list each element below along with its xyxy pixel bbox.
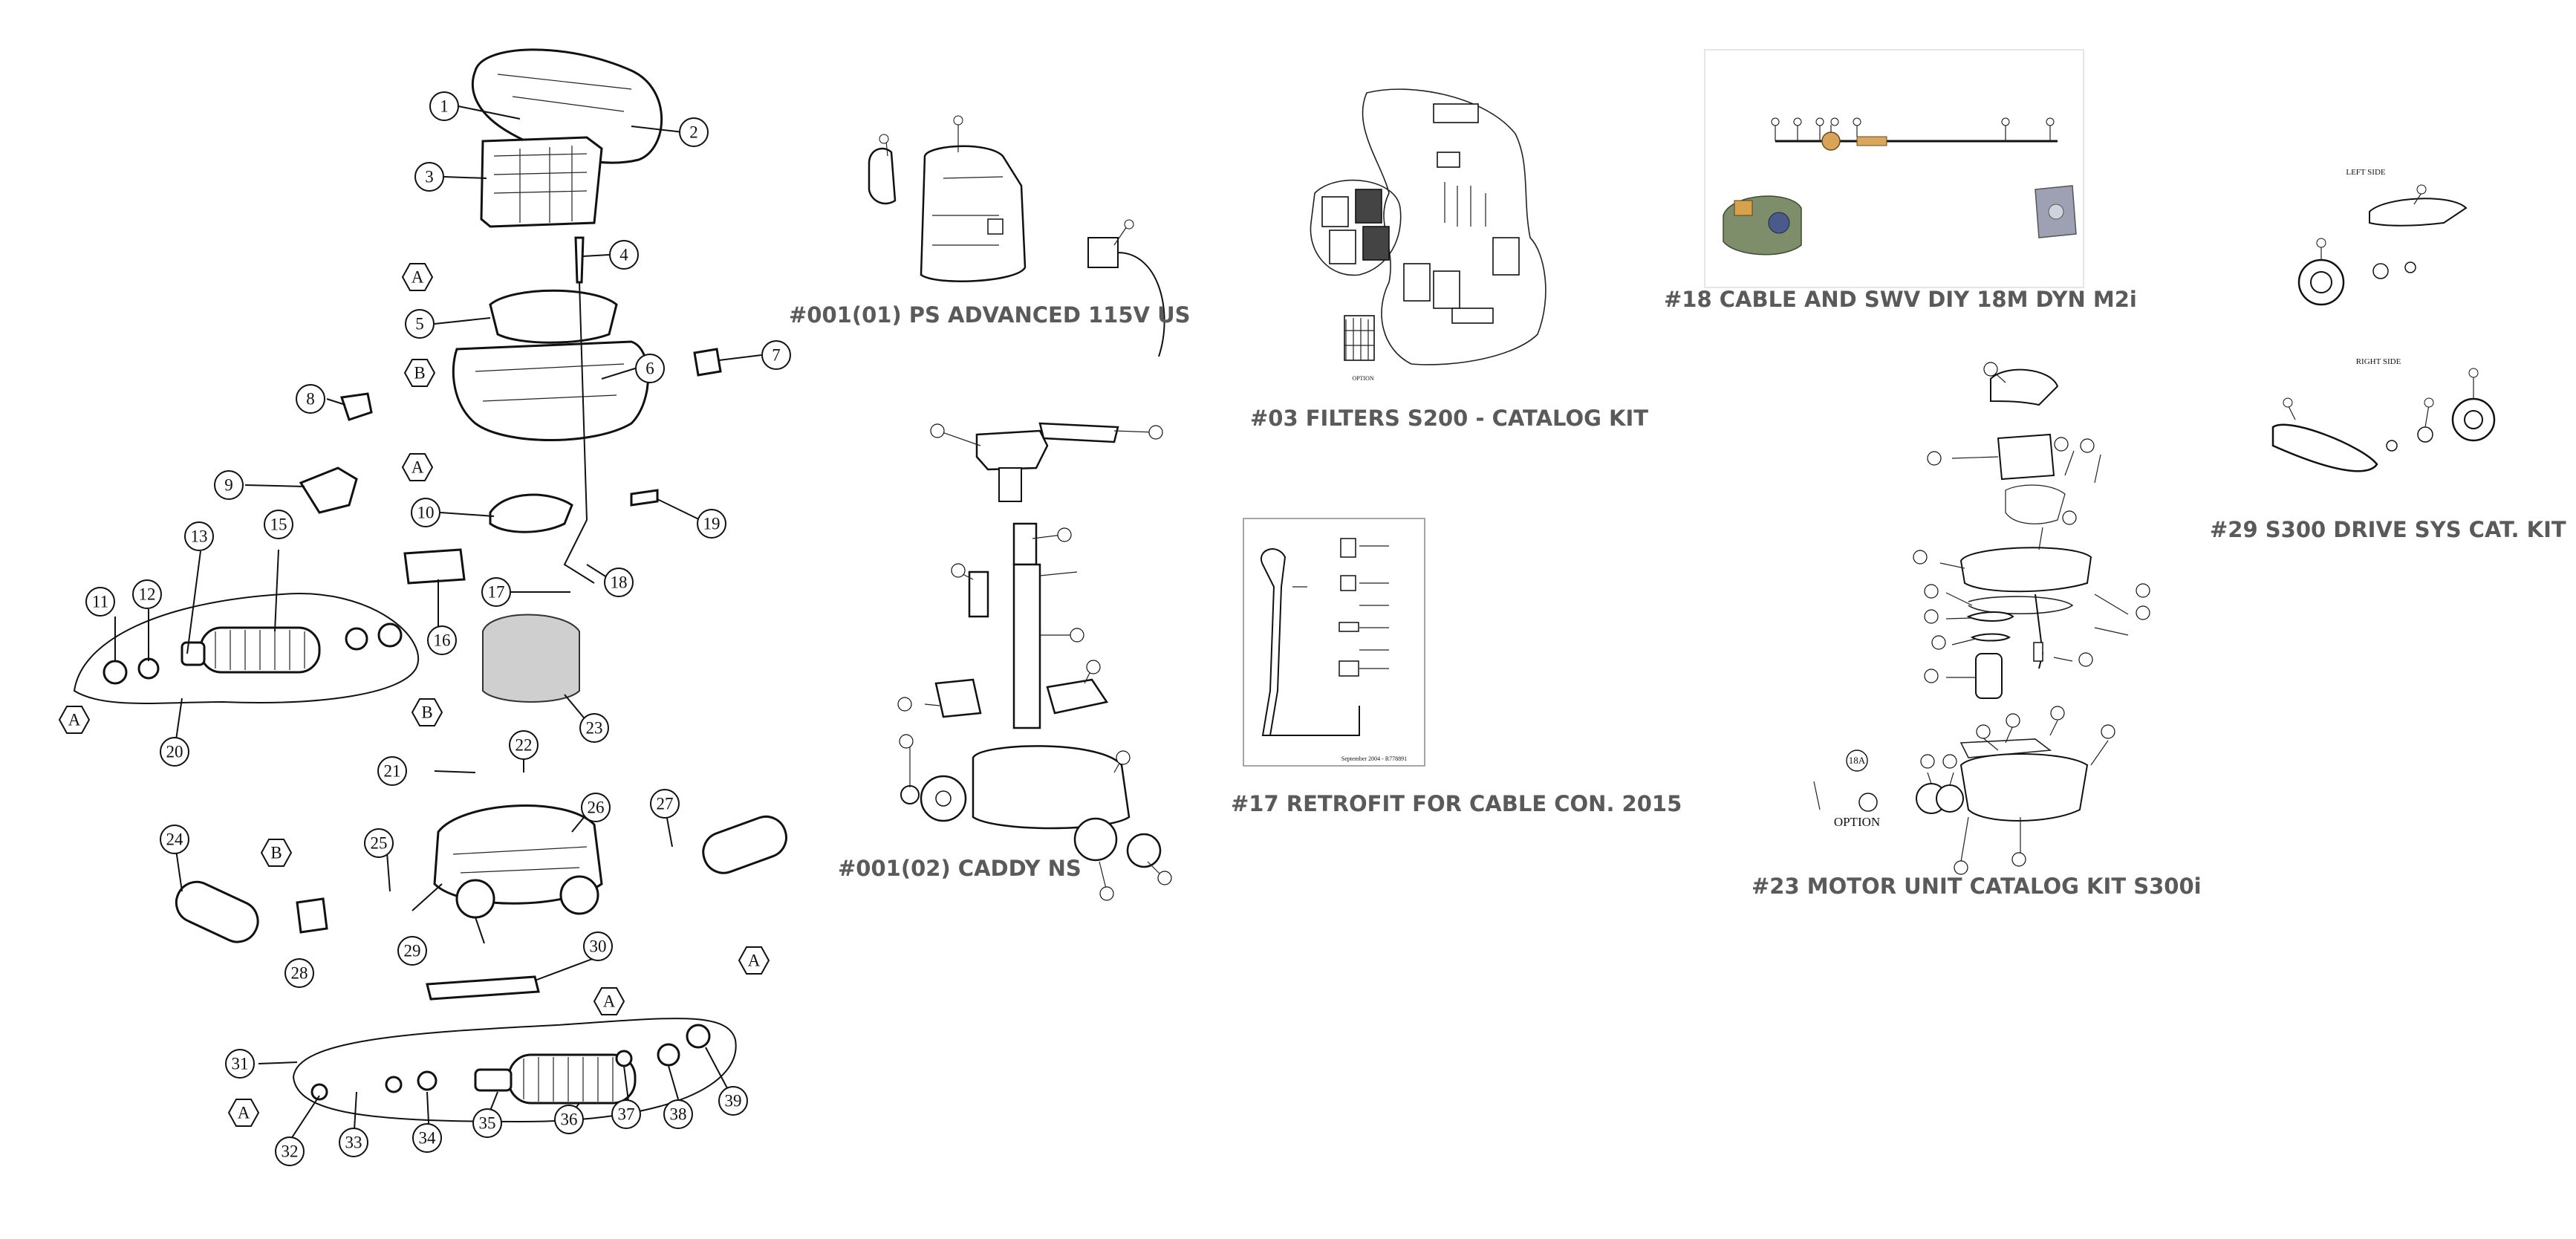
ref-letter: A bbox=[412, 268, 424, 287]
cable-swivel-callouts bbox=[1771, 117, 2055, 126]
callout-label: 2 bbox=[689, 123, 698, 142]
callout-label: 11 bbox=[92, 593, 108, 611]
callout-label: 12 bbox=[139, 585, 156, 604]
option-label: OPTION bbox=[1834, 815, 1880, 829]
ref-letter: A bbox=[412, 458, 424, 477]
motor-unit-part bbox=[482, 614, 580, 703]
panel-caption: #29 S300 DRIVE SYS CAT. KIT bbox=[2210, 517, 2566, 542]
callout-label: 4 bbox=[619, 246, 628, 264]
top-cover-part bbox=[471, 48, 663, 164]
callout-label: 28 bbox=[291, 964, 308, 983]
drive-system-callouts bbox=[2283, 184, 2479, 408]
callout-label: 6 bbox=[645, 360, 654, 378]
retrofit-panel: September 2004 - R778891 #17 RETROFIT FO… bbox=[1231, 518, 1682, 816]
callout-label: 36 bbox=[561, 1110, 578, 1129]
panel-caption: #001(02) CADDY NS bbox=[838, 856, 1082, 881]
reference-letters: A B A A B B A A A bbox=[58, 263, 770, 1127]
ref-letter: A bbox=[238, 1104, 250, 1122]
retrofit-footnote: September 2004 - R778891 bbox=[1341, 755, 1407, 762]
left-side-label: LEFT SIDE bbox=[2346, 168, 2386, 177]
motor-unit-panel: 18A OPTION #23 MOTOR UNIT CATALOG KIT S3… bbox=[1752, 362, 2202, 899]
panel-caption: #03 FILTERS S200 - CATALOG KIT bbox=[1250, 406, 1648, 431]
callout-numbers: 1 2 3 4 5 6 7 8 9 10 11 12 13 15 16 17 1… bbox=[85, 91, 791, 1166]
callout-label: 31 bbox=[232, 1055, 249, 1073]
callout-label: 27 bbox=[657, 795, 674, 813]
callout-label: 22 bbox=[515, 736, 533, 755]
callout-label: 19 bbox=[703, 515, 721, 533]
callout-label: 9 bbox=[224, 476, 233, 495]
option-label: OPTION bbox=[1352, 375, 1374, 382]
track-belt-right bbox=[702, 815, 787, 874]
panel-caption: #001(01) PS ADVANCED 115V US bbox=[789, 302, 1191, 328]
main-body-part bbox=[452, 340, 649, 441]
panel-caption: #17 RETROFIT FOR CABLE CON. 2015 bbox=[1231, 791, 1682, 816]
callout-label: 5 bbox=[415, 315, 424, 334]
callout-label: 15 bbox=[270, 516, 287, 534]
main-exploded-view: 1 2 3 4 5 6 7 8 9 10 11 12 13 15 16 17 1… bbox=[58, 48, 791, 1166]
filters-panel: OPTION #03 FILTERS S200 - CATALOG KIT bbox=[1250, 88, 1648, 431]
callout-label: 16 bbox=[434, 631, 451, 650]
caddy-callouts bbox=[897, 423, 1172, 901]
callout-label: 33 bbox=[345, 1134, 362, 1152]
panel-caption: #23 MOTOR UNIT CATALOG KIT S300i bbox=[1752, 874, 2202, 899]
option-number: 18A bbox=[1849, 755, 1866, 766]
callout-label: 17 bbox=[488, 583, 505, 602]
callout-label: 32 bbox=[282, 1142, 299, 1161]
ref-letter: B bbox=[270, 844, 282, 862]
ref-letter: B bbox=[421, 703, 432, 722]
brush-roller-bottom bbox=[507, 1053, 637, 1105]
drive-system-panel: LEFT SIDE RIGHT SIDE #29 S300 DRIVE SYS … bbox=[2210, 168, 2566, 542]
ps-advanced-panel: #001(01) PS ADVANCED 115V US bbox=[789, 115, 1191, 357]
panel-caption: #18 CABLE AND SWV DIY 18M DYN M2i bbox=[1664, 287, 2137, 312]
callout-label: 26 bbox=[588, 799, 605, 817]
brush-roller-top bbox=[199, 626, 321, 674]
callout-label: 10 bbox=[417, 504, 435, 522]
callout-label: 8 bbox=[306, 390, 315, 409]
ref-letter: A bbox=[68, 711, 81, 729]
caddy-panel: #001(02) CADDY NS bbox=[838, 422, 1172, 901]
callout-label: 30 bbox=[590, 937, 607, 956]
ref-letter: A bbox=[748, 952, 761, 970]
callout-label: 18 bbox=[611, 573, 628, 592]
callout-label: 37 bbox=[618, 1105, 635, 1124]
callout-label: 24 bbox=[166, 830, 184, 849]
callout-label: 3 bbox=[425, 168, 434, 186]
callout-label: 7 bbox=[772, 346, 781, 365]
callout-label: 20 bbox=[166, 743, 183, 761]
callout-label: 38 bbox=[670, 1105, 687, 1124]
callout-label: 21 bbox=[384, 762, 401, 781]
callout-label: 29 bbox=[404, 942, 421, 960]
callout-label: 1 bbox=[440, 97, 449, 116]
callout-label: 39 bbox=[725, 1092, 742, 1110]
filter-basket-part bbox=[480, 136, 603, 228]
callout-label: 35 bbox=[479, 1114, 496, 1133]
callout-label: 13 bbox=[191, 527, 208, 546]
track-belt-left bbox=[175, 880, 259, 943]
motor-unit-callouts bbox=[1913, 362, 2150, 875]
right-side-label: RIGHT SIDE bbox=[2356, 357, 2401, 366]
cable-swivel-panel: #18 CABLE AND SWV DIY 18M DYN M2i bbox=[1664, 49, 2137, 312]
callout-label: 25 bbox=[371, 834, 388, 853]
callout-label: 34 bbox=[419, 1129, 437, 1148]
callout-label: 23 bbox=[586, 719, 603, 738]
ref-letter: B bbox=[414, 364, 425, 383]
ref-letter: A bbox=[603, 992, 616, 1011]
filter-cover-part bbox=[489, 289, 618, 344]
